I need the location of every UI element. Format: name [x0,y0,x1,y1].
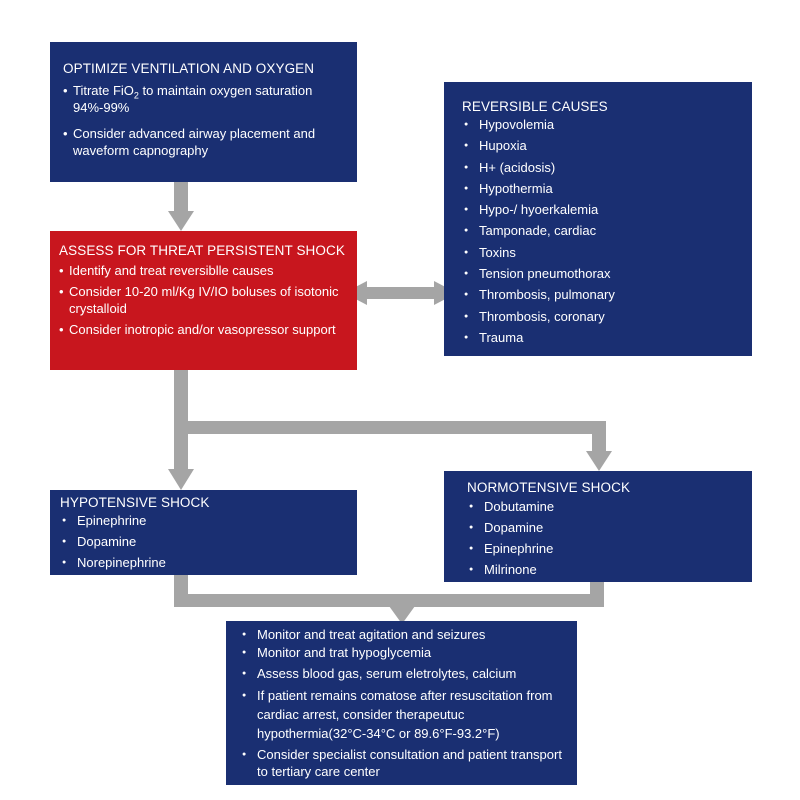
reversible-item: Toxins [462,244,742,261]
connector-branch-down [592,421,606,453]
ventilation-list: Titrate FiO2 to maintain oxygen saturati… [63,82,347,159]
monitor-item: If patient remains comatose after resusc… [240,686,567,743]
ventilation-item: Titrate FiO2 to maintain oxygen saturati… [63,82,347,116]
reversible-title: REVERSIBLE CAUSES [462,99,608,114]
assess-item: Identify and treat reversiblle causes [59,262,349,279]
normotensive-item: Dopamine [467,519,742,536]
reversible-item: Tension pneumothorax [462,265,742,282]
hypotensive-list: Epinephrine Dopamine Norepinephrine [60,512,349,571]
reversible-item: Trauma [462,329,742,346]
reversible-item: Hupoxia [462,137,742,154]
connector-merge-horizontal [174,594,604,607]
normotensive-list: Dobutamine Dopamine Epinephrine Milrinon… [467,498,742,578]
assess-shock-box: ASSESS FOR THREAT PERSISTENT SHOCK Ident… [50,231,357,370]
assess-list: Identify and treat reversiblle causes Co… [59,262,349,338]
arrowhead-to-hypotensive [168,469,194,490]
monitor-item: Monitor and trat hypoglycemia [240,644,567,661]
reversible-list: Hypovolemia Hupoxia H+ (acidosis) Hypoth… [462,116,742,346]
normotensive-title: NORMOTENSIVE SHOCK [467,480,631,495]
hypotensive-item: Epinephrine [60,512,349,529]
connector-vent-to-assess [174,182,188,212]
arrowhead-to-normotensive [586,451,612,471]
hypotensive-item: Dopamine [60,533,349,550]
arrowhead-to-monitor [389,606,415,624]
reversible-item: Thrombosis, coronary [462,308,742,325]
reversible-item: Thrombosis, pulmonary [462,286,742,303]
ventilation-item1-subscript: 2 [133,90,139,101]
assess-item: Consider 10-20 ml/Kg IV/IO boluses of is… [59,283,349,317]
monitor-box: Monitor and treat agitation and seizures… [226,621,577,785]
ventilation-item1-text: Titrate FiO [73,83,134,98]
normotensive-shock-box: NORMOTENSIVE SHOCK Dobutamine Dopamine E… [444,471,752,582]
reversible-item: H+ (acidosis) [462,159,742,176]
ventilation-item1-text-after: to maintain oxygen saturation 94%-99% [73,83,313,115]
ventilation-item: Consider advanced airway placement and w… [63,125,347,159]
hypotensive-title: HYPOTENSIVE SHOCK [60,495,210,510]
assess-title: ASSESS FOR THREAT PERSISTENT SHOCK [59,243,345,258]
monitor-list: Monitor and treat agitation and seizures… [240,626,567,780]
hypotensive-item: Norepinephrine [60,554,349,571]
monitor-item: Consider specialist consultation and pat… [240,746,567,780]
normotensive-item: Milrinone [467,561,742,578]
connector-assess-reversible [365,287,437,299]
ventilation-box: OPTIMIZE VENTILATION AND OXYGEN Titrate … [50,42,357,182]
monitor-item: Monitor and treat agitation and seizures [240,626,567,643]
connector-branch-horizontal [174,421,606,434]
reversible-item: Tamponade, cardiac [462,222,742,239]
reversible-item: Hypovolemia [462,116,742,133]
reversible-item: Hypo-/ hyoerkalemia [462,201,742,218]
monitor-item: Assess blood gas, serum eletrolytes, cal… [240,665,567,682]
reversible-causes-box: REVERSIBLE CAUSES Hypovolemia Hupoxia H+… [444,82,752,356]
normotensive-item: Epinephrine [467,540,742,557]
reversible-item: Hypothermia [462,180,742,197]
assess-item: Consider inotropic and/or vasopressor su… [59,321,349,338]
arrowhead-to-assess [168,211,194,231]
normotensive-item: Dobutamine [467,498,742,515]
ventilation-title: OPTIMIZE VENTILATION AND OXYGEN [63,61,315,76]
hypotensive-shock-box: HYPOTENSIVE SHOCK Epinephrine Dopamine N… [50,490,357,575]
